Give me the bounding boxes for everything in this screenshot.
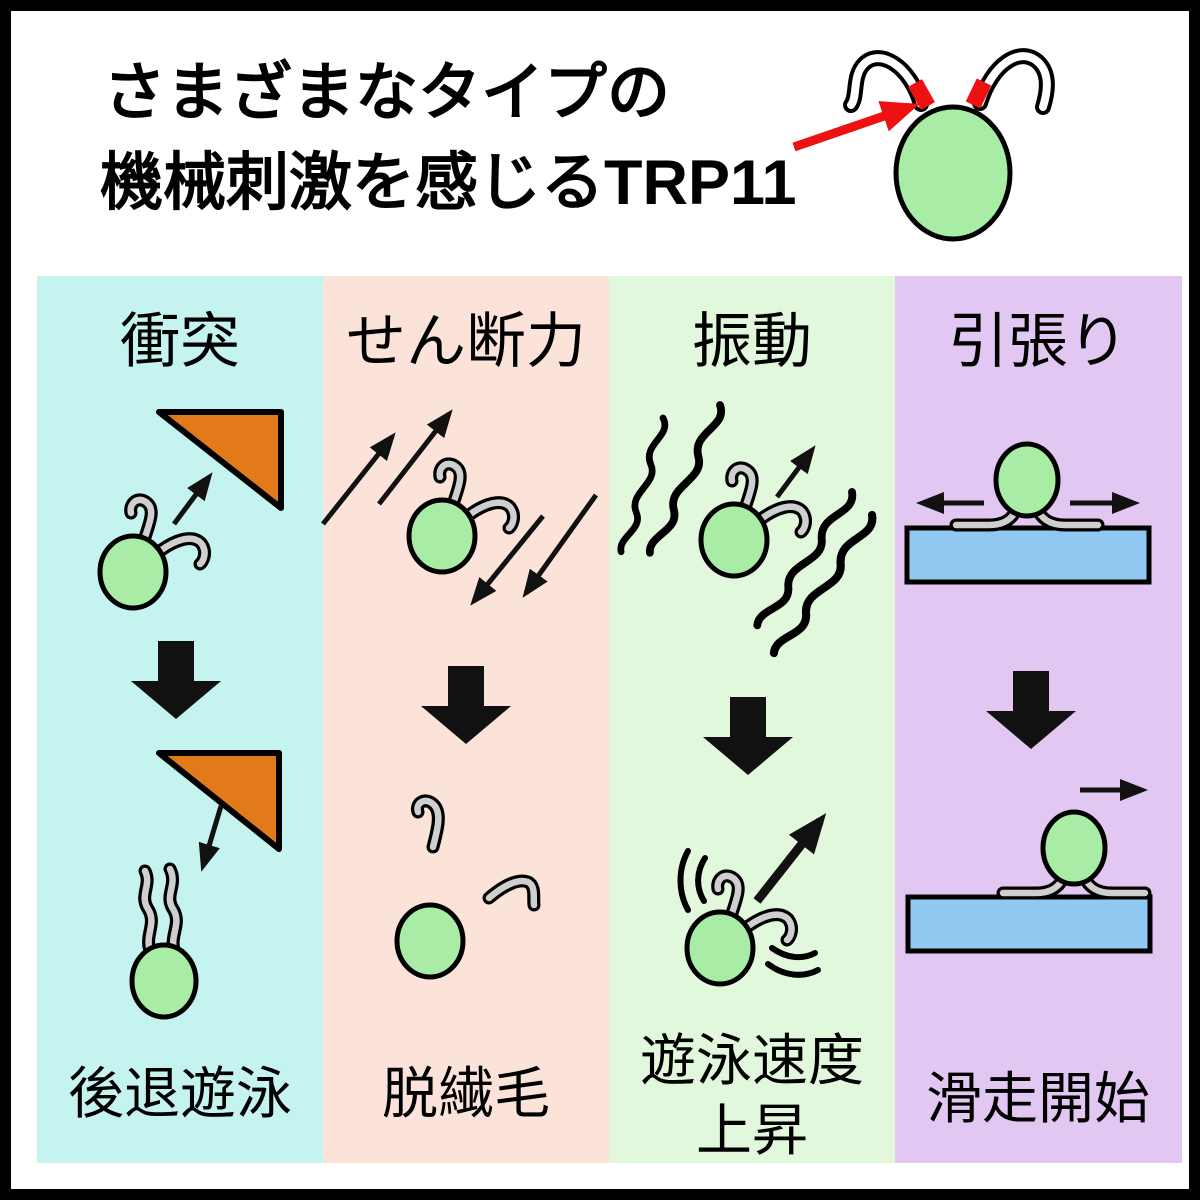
retreat-arrow	[198, 805, 224, 872]
obstacle-triangle	[156, 409, 284, 511]
detached-flagellum-1	[414, 797, 442, 851]
stimulus-label-collision: 衝突	[120, 308, 240, 375]
vibration-mark-left-outer	[677, 848, 691, 913]
title: さまざまなタイプの 機械刺激を感じるTRP11	[100, 58, 797, 218]
right-flagellum	[976, 52, 1051, 111]
vibration-mark-right-outer	[765, 961, 821, 978]
response-label-collision: 後退遊泳	[68, 1062, 292, 1125]
deflagellated-cell	[394, 902, 466, 980]
substrate	[908, 897, 1150, 951]
vibration-mark-right-inner	[769, 945, 818, 961]
column-shear: せん断力 脱繊毛	[321, 308, 599, 1125]
trp11-pointer-arrow	[792, 101, 920, 152]
trp11-site-left	[908, 79, 935, 110]
substrate	[907, 528, 1149, 582]
header-cell-illustration	[792, 48, 1055, 242]
approach-arrow	[171, 472, 213, 526]
column-tension: 引張り 滑走開始	[907, 308, 1150, 1130]
stimulus-label-vibration: 振動	[692, 308, 812, 375]
title-line-1: さまざまなタイプの	[103, 58, 670, 128]
trp11-site-right	[965, 78, 992, 109]
vibration-mark-left-inner	[695, 855, 708, 904]
detached-flagellum-2	[485, 877, 538, 909]
swim-direction-arrow	[774, 445, 816, 499]
shear-arrow-up-2	[377, 409, 453, 506]
column-collision: 衝突 後退遊泳	[68, 308, 292, 1125]
cell-body	[893, 104, 1013, 242]
fast-swim-arrow	[753, 813, 827, 904]
response-label-shear: 脱繊毛	[382, 1062, 550, 1125]
stimulus-label-shear: せん断力	[346, 308, 586, 375]
column-vibration: 振動 遊泳速度 上昇	[620, 308, 878, 1162]
response-label-vibration-line1: 遊泳速度	[640, 1029, 864, 1092]
shear-arrow-up-1	[321, 432, 396, 526]
left-flagellum	[847, 54, 925, 109]
title-line-2: 機械刺激を感じるTRP11	[100, 148, 797, 218]
shear-arrow-down-2	[522, 493, 599, 598]
shear-arrow-down-1	[470, 514, 545, 606]
stimulus-label-tension: 引張り	[948, 308, 1128, 375]
response-label-vibration-line2: 上昇	[696, 1099, 808, 1162]
obstacle-triangle	[156, 750, 282, 852]
response-label-tension: 滑走開始	[926, 1067, 1150, 1130]
